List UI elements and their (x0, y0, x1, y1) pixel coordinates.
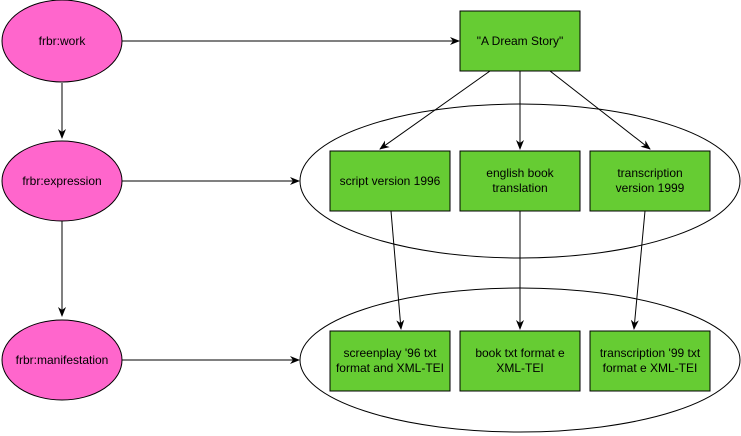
manifestation-label-line2: XML-TEI (496, 361, 543, 375)
manifestation-label-line2: format and XML-TEI (336, 361, 444, 375)
class-label-work: frbr:work (39, 34, 87, 48)
work-title: "A Dream Story" (477, 34, 564, 48)
expression-label-line1: script version 1996 (340, 174, 441, 188)
expression-node-transcription[interactable]: transcription version 1999 (589, 150, 711, 212)
class-node-manifestation[interactable]: frbr:manifestation (1, 319, 123, 401)
arrow-script-to-screenplay (390, 210, 405, 330)
manifestation-node-transcription[interactable]: transcription '99 txt format e XML-TEI (589, 330, 711, 392)
class-label-expression: frbr:expression (22, 174, 101, 188)
arrow-dream-story-to-transcription (549, 70, 651, 150)
expression-node-translation[interactable]: english book translation (459, 150, 581, 212)
expression-node-script[interactable]: script version 1996 (329, 150, 451, 212)
arrow-transcription-to-manifestation (630, 210, 646, 330)
expression-label-line2: translation (492, 181, 547, 195)
manifestation-label-line1: book txt format e (475, 346, 565, 360)
class-label-manifestation: frbr:manifestation (16, 353, 109, 367)
manifestation-node-screenplay[interactable]: screenplay '96 txt format and XML-TEI (329, 330, 451, 392)
class-node-expression[interactable]: frbr:expression (1, 140, 123, 222)
expression-label-line1: transcription (617, 166, 682, 180)
manifestation-label-line1: screenplay '96 txt (343, 346, 437, 360)
expression-label-line1: english book (486, 166, 554, 180)
work-node-dream-story[interactable]: "A Dream Story" (459, 10, 581, 72)
arrow-dream-story-to-script (379, 70, 491, 150)
expression-label-line2: version 1999 (616, 181, 685, 195)
class-node-work[interactable]: frbr:work (1, 0, 123, 83)
manifestation-label-line2: format e XML-TEI (603, 361, 698, 375)
manifestation-node-book[interactable]: book txt format e XML-TEI (459, 330, 581, 392)
manifestation-label-line1: transcription '99 txt (600, 346, 701, 360)
